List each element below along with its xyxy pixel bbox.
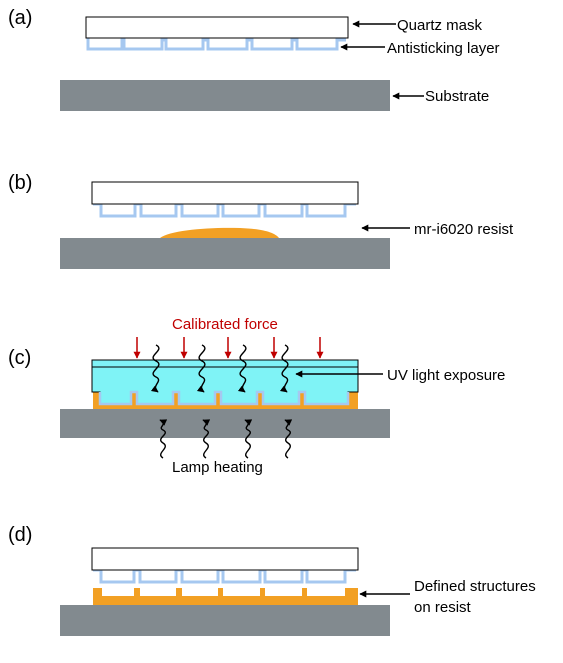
substrate-b <box>60 238 390 269</box>
calibrated-force-label: Calibrated force <box>172 316 278 333</box>
quartz-mask-b <box>91 181 359 205</box>
quartz-mask-label: Quartz mask <box>397 17 483 34</box>
force-arrows <box>133 337 324 359</box>
panel-d: (d) Defined structures on resist <box>8 524 536 636</box>
antisticking-layer-a <box>86 37 346 51</box>
antisticking-layer-label: Antisticking layer <box>387 40 500 57</box>
uv-light-exposure-label: UV light exposure <box>387 367 505 384</box>
panel-b: (b) mr-i6020 resist <box>8 172 514 269</box>
panel-c: (c) Calibrated force UV light exposure <box>8 316 505 476</box>
step-label-b: (b) <box>8 172 32 194</box>
substrate-a <box>60 80 390 111</box>
substrate-d <box>60 605 390 636</box>
step-label-a: (a) <box>8 7 32 29</box>
lamp-heating-arrows <box>159 419 293 459</box>
defined-structures-label-line2: on resist <box>414 599 472 616</box>
panel-a: (a) Quartz mask Antisticking layer Subst… <box>8 7 500 111</box>
quartz-mask-a <box>85 16 349 39</box>
step-label-c: (c) <box>8 347 31 369</box>
substrate-label: Substrate <box>425 88 489 105</box>
antisticking-layer-d <box>93 568 356 584</box>
uv-light-arrows <box>150 344 289 393</box>
lamp-heating-label: Lamp heating <box>172 459 263 476</box>
quartz-mask-d <box>91 547 359 571</box>
substrate-c <box>60 409 390 438</box>
step-label-d: (d) <box>8 524 32 546</box>
resist-gaps <box>102 588 345 596</box>
defined-structures-label-line1: Defined structures <box>414 578 536 595</box>
antisticking-layer-b <box>93 202 356 218</box>
resist-droplet <box>160 227 279 238</box>
resist-label: mr-i6020 resist <box>414 221 514 238</box>
antisticking-layer-c <box>98 390 350 406</box>
